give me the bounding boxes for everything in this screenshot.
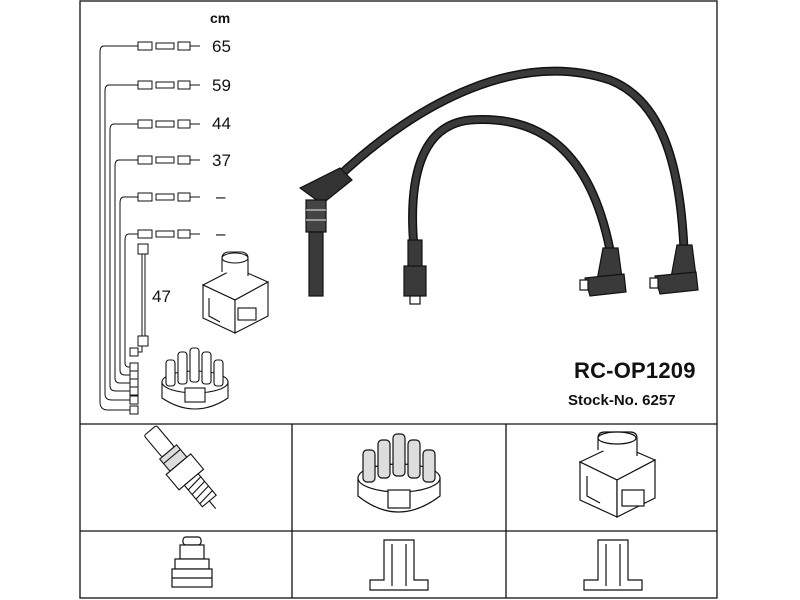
coil-lead-bottom-terminal [137, 335, 149, 347]
length-label-5: – [216, 187, 226, 206]
length-label-3: 44 [212, 114, 231, 133]
terminal-row-4 [137, 155, 200, 165]
boot-angled-right [649, 244, 699, 295]
terminal-row-6 [137, 229, 200, 239]
boot-straight-middle [403, 239, 427, 305]
coil-small-icon [201, 251, 270, 334]
coil-lead-length: 47 [152, 287, 171, 306]
product-code: RC-OP1209 [574, 358, 696, 383]
distributor-cap-small-icon [161, 347, 229, 410]
plug-terminal-icon [171, 536, 213, 588]
stock-number: Stock-No. 6257 [568, 392, 676, 409]
cable-drawing [333, 66, 689, 251]
length-label-2: 59 [212, 76, 231, 95]
spark-plug-icon [144, 425, 217, 509]
wire-schematic [99, 45, 146, 411]
terminal-row-2 [137, 80, 200, 90]
terminal-row-5 [137, 192, 200, 202]
boot-angled-middle [579, 247, 627, 297]
length-label-4: 37 [212, 151, 231, 170]
boot-straight-left [298, 167, 353, 297]
wire-terminals [129, 41, 200, 415]
cap-terminal-icon [369, 539, 429, 591]
coil-terminal-icon [583, 539, 643, 591]
ignition-coil-icon [578, 431, 657, 518]
coil-lead-top-terminal [137, 243, 149, 255]
terminal-row-3 [137, 119, 200, 129]
length-label-6: – [216, 224, 226, 243]
distributor-cap-icon [357, 433, 441, 513]
length-label-1: 65 [212, 37, 231, 56]
unit-label: cm [210, 10, 231, 26]
terminal-row-1 [137, 41, 200, 51]
frame-grid [79, 0, 718, 599]
cap-end-terminals [129, 347, 139, 415]
